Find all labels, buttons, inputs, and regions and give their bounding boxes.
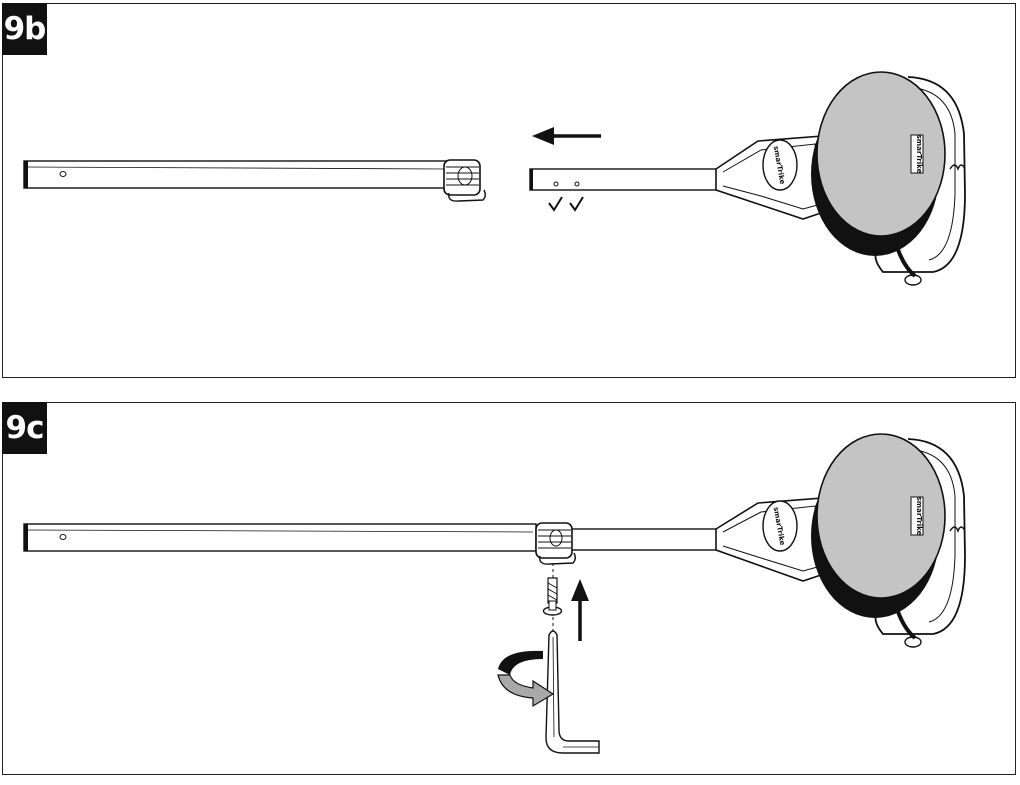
step-9c-panel: 9c xyxy=(2,402,1016,775)
disc-brand-badge: smarTrike xyxy=(915,135,923,174)
checkmark-icon xyxy=(548,196,584,212)
clamp-icon xyxy=(443,159,486,202)
rotate-arrow-icon xyxy=(497,650,555,708)
stem-tube xyxy=(529,168,719,191)
step-9b-panel: 9b xyxy=(2,3,1016,378)
step-9b-illustration: smarTrike smarTrike xyxy=(23,71,966,286)
up-arrow-icon xyxy=(571,579,589,641)
handle-assembly: smarTrike smarTrike xyxy=(715,71,966,286)
step-label-9c: 9c xyxy=(2,402,47,454)
disc-brand-badge: smarTrike xyxy=(915,497,923,536)
hex-key-icon xyxy=(545,630,600,754)
handle-assembly: smarTrike smarTrike xyxy=(715,433,966,648)
screw-icon xyxy=(542,577,563,616)
step-label-9b: 9b xyxy=(2,3,47,55)
left-arrow-icon xyxy=(532,127,601,145)
clamp-icon xyxy=(535,522,576,565)
step-9c-illustration: smarTrike smarTrike xyxy=(23,433,966,754)
handle-tube xyxy=(23,523,719,552)
handle-tube xyxy=(23,160,453,189)
